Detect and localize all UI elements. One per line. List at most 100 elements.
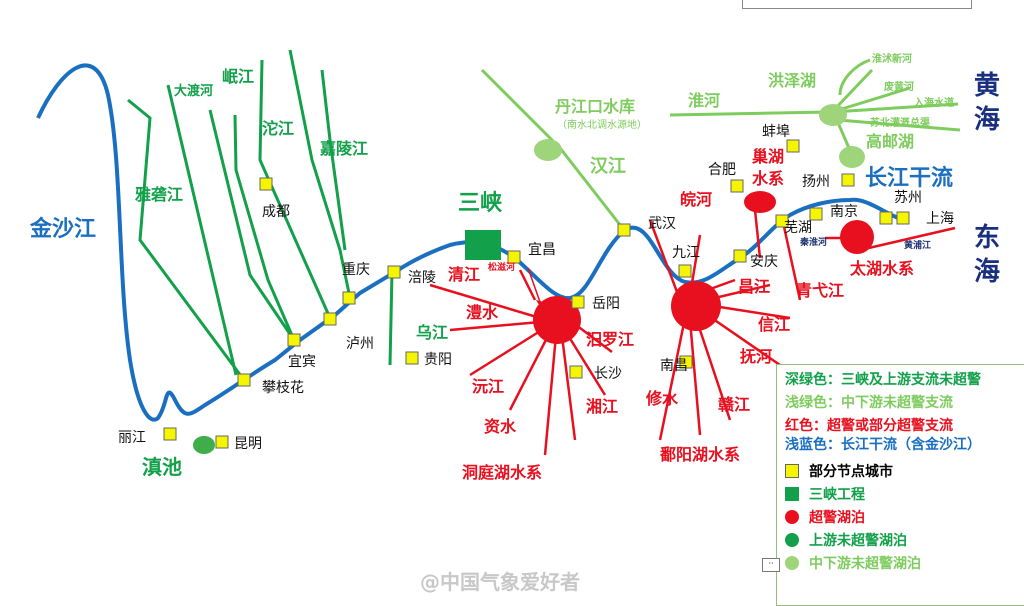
xin-river-label: 信江 xyxy=(758,315,790,334)
dianchi-lake xyxy=(193,436,215,454)
city-label-changsha: 长沙 xyxy=(594,366,622,382)
sea-label-yellow-1: 黄 xyxy=(974,71,1000,101)
city-label-chongqing: 重庆 xyxy=(342,262,370,278)
city-label-guiyang: 贵阳 xyxy=(424,352,452,368)
chang-river-label: 昌江 xyxy=(738,277,770,296)
dam-square-icon xyxy=(785,486,799,501)
jialing-river-label: 嘉陵江 xyxy=(319,139,368,158)
legend-lake-mid-label: 中下游未超警湖泊 xyxy=(809,555,921,572)
danjiangkou-note: （南水北调水源地） xyxy=(557,118,647,131)
huai-branch-5 xyxy=(838,58,871,96)
dianchi-label: 滇池 xyxy=(142,455,182,479)
huai-branch-4 xyxy=(837,118,961,132)
green-dot-icon xyxy=(785,532,799,547)
legend-light-green: 浅绿色：中下游未超警支流 xyxy=(785,395,953,411)
city-marker xyxy=(678,264,692,278)
qingyi-river-label: 青弋江 xyxy=(796,281,844,300)
red-dot-icon xyxy=(785,509,799,524)
city-marker xyxy=(163,427,177,441)
han-river-label: 汉江 xyxy=(590,156,626,177)
city-marker xyxy=(259,177,273,191)
tai-lake-system-label: 太湖水系 xyxy=(849,259,914,278)
songzi-river-label: 松滋河 xyxy=(488,261,515,273)
dongting-system-label: 洞庭湖水系 xyxy=(462,463,542,482)
li-river-label: 澧水 xyxy=(466,303,499,322)
qing-river-label: 清江 xyxy=(448,265,480,284)
city-label-lijiang: 丽江 xyxy=(118,430,146,446)
yalong-river-line xyxy=(127,98,246,381)
huaishu-label: 淮沭新河 xyxy=(872,52,912,65)
poyang-system-label: 鄱阳湖水系 xyxy=(659,445,740,464)
tuo-river-line xyxy=(258,59,332,319)
city-label-wuhu: 芜湖 xyxy=(784,219,812,236)
wu-river-label: 乌江 xyxy=(416,323,448,342)
gaoyou-lake xyxy=(839,146,865,168)
city-marker xyxy=(342,291,356,305)
watermark: @中国气象爱好者 xyxy=(420,570,580,594)
miluo-river-label: 汨罗江 xyxy=(586,330,634,349)
yalong-river-label: 雅砻江 xyxy=(134,185,183,204)
legend-lake-upper-label: 上游未超警湖泊 xyxy=(809,532,907,549)
gan-river-label: 赣江 xyxy=(718,395,750,414)
jinsha-river-label: 金沙江 xyxy=(29,216,96,242)
city-label-yichang: 宜昌 xyxy=(528,242,556,258)
city-marker xyxy=(879,211,893,225)
subei-canal-label: 苏北灌溉总渠 xyxy=(870,116,931,129)
sea-label-yellow-2: 海 xyxy=(974,105,1000,135)
upper-tributaries xyxy=(127,49,394,381)
light-green-dot-icon xyxy=(785,555,799,570)
expand-button[interactable]: ·· xyxy=(762,558,780,572)
chao-lake xyxy=(744,191,776,213)
wan-river-label: 皖河 xyxy=(680,190,712,209)
city-marker xyxy=(569,365,583,379)
huai-river-label: 淮河 xyxy=(688,91,720,110)
legend-row-lake-mid: 中下游未超警湖泊 xyxy=(785,551,1019,574)
sea-label-east-2: 海 xyxy=(974,257,1000,287)
dadu-river-label: 大渡河 xyxy=(174,83,213,99)
city-label-jiujiang: 九江 xyxy=(672,245,700,261)
city-label-yibin: 宜宾 xyxy=(288,354,316,370)
city-marker xyxy=(786,139,800,153)
legend-dam-label: 三峡工程 xyxy=(809,486,865,503)
rhai-channel-label: 入海水道 xyxy=(914,96,954,109)
chao-lake-label: 巢湖 xyxy=(751,147,784,166)
city-label-fuling: 涪陵 xyxy=(408,270,436,286)
map-legend: 深绿色：三峡及上游支流未超警 浅绿色：中下游未超警支流 红色：超警或部分超警支流… xyxy=(776,364,1024,606)
main-stem-label: 长江干流 xyxy=(865,165,953,191)
wu-river-line xyxy=(388,271,394,366)
danjiangkou-label: 丹江口水库 xyxy=(555,97,635,116)
qinhuai-river-label: 秦淮河 xyxy=(799,236,827,248)
min-river-label: 岷江 xyxy=(222,67,254,86)
city-marker xyxy=(841,173,855,187)
city-label-nanchang: 南昌 xyxy=(660,358,688,374)
city-marker xyxy=(617,223,631,237)
city-marker xyxy=(237,373,251,387)
legend-lake-over-label: 超警湖泊 xyxy=(809,509,865,526)
city-label-wuhan: 武汉 xyxy=(648,216,676,232)
city-label-hefei: 合肥 xyxy=(708,162,736,178)
fu-river-label: 抚河 xyxy=(740,347,772,366)
city-label-suzhou: 苏州 xyxy=(894,190,922,206)
xiu-river-label: 修水 xyxy=(645,389,679,408)
city-label-panzhihua: 攀枝花 xyxy=(262,380,304,396)
chao-system-label: 水系 xyxy=(752,169,784,188)
city-marker xyxy=(507,250,521,264)
huai-branch-3 xyxy=(831,102,959,114)
dadu-river-line xyxy=(166,84,238,376)
huai-river-line xyxy=(669,110,831,117)
city-marker xyxy=(571,295,585,309)
city-marker xyxy=(215,435,229,449)
city-marker xyxy=(405,351,419,365)
city-markers xyxy=(163,139,910,449)
tuo-river-label: 沱江 xyxy=(262,119,294,138)
legend-red: 红色：超警或部分超警支流 xyxy=(785,418,953,434)
huai-branch-2 xyxy=(831,86,911,114)
dadu-branch-line xyxy=(208,109,296,341)
legend-dark-green: 深绿色：三峡及上游支流未超警 xyxy=(785,372,981,388)
city-marker xyxy=(733,249,747,263)
city-square-icon xyxy=(785,463,799,478)
city-label-nanjing: 南京 xyxy=(830,204,858,220)
jialing-river-line xyxy=(288,49,352,299)
jialing-branch-line xyxy=(320,69,347,251)
city-marker xyxy=(730,179,744,193)
